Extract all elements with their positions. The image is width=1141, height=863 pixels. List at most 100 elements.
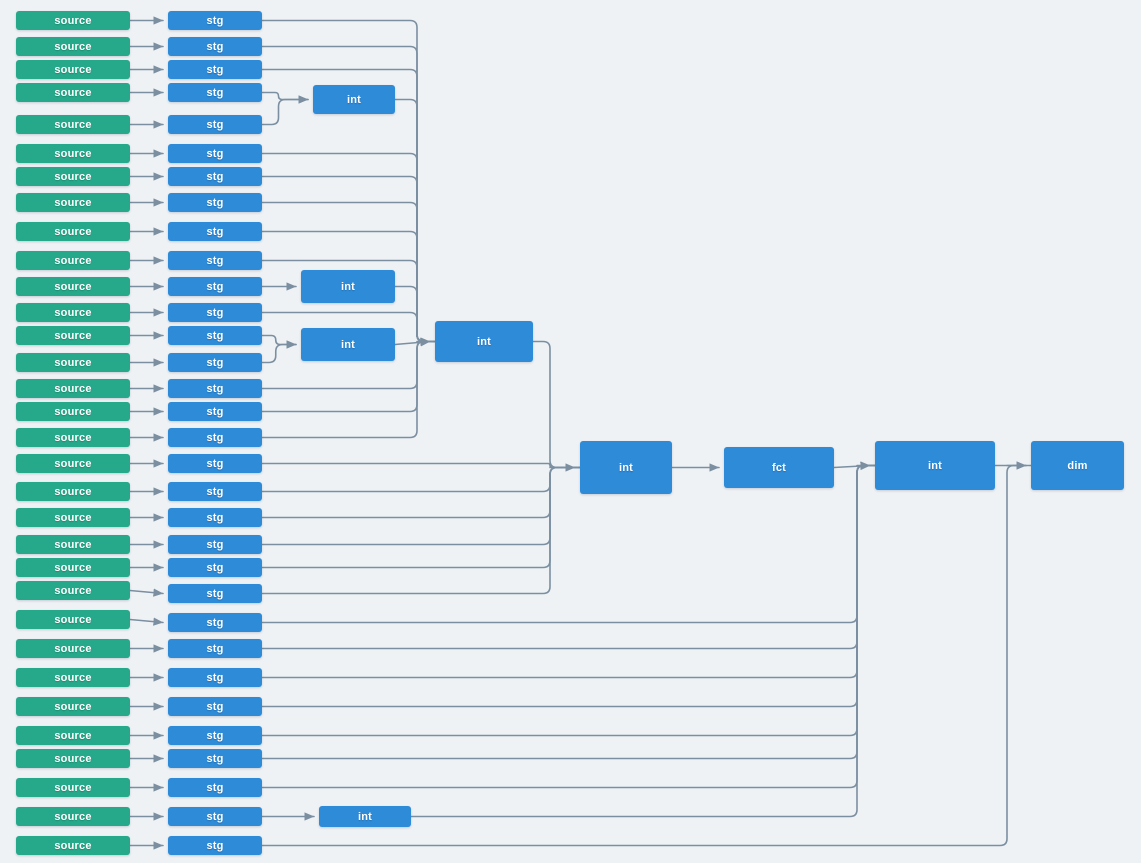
- node-source-src16[interactable]: source: [16, 402, 130, 421]
- node-label: stg: [206, 642, 224, 655]
- node-label: source: [54, 485, 92, 498]
- node-source-src1[interactable]: source: [16, 11, 130, 30]
- edge-stg5-to-intA: [261, 95, 309, 126]
- node-label: source: [54, 781, 92, 794]
- node-stg-stg16[interactable]: stg: [168, 402, 262, 421]
- node-source-src12[interactable]: source: [16, 303, 130, 322]
- node-source-src13[interactable]: source: [16, 326, 130, 345]
- node-stg-stg18[interactable]: stg: [168, 454, 262, 473]
- edge-stg23-to-intE: [261, 466, 581, 595]
- node-source-src23[interactable]: source: [16, 581, 130, 600]
- node-source-src15[interactable]: source: [16, 379, 130, 398]
- node-dim-dim1[interactable]: dim: [1031, 441, 1124, 490]
- node-stg-stg4[interactable]: stg: [168, 83, 262, 102]
- node-label: source: [54, 613, 92, 626]
- node-int-intG[interactable]: int: [319, 806, 411, 827]
- node-source-src30[interactable]: source: [16, 778, 130, 797]
- node-source-src27[interactable]: source: [16, 697, 130, 716]
- node-label: stg: [206, 511, 224, 524]
- node-label: source: [54, 538, 92, 551]
- node-stg-stg17[interactable]: stg: [168, 428, 262, 447]
- node-label: source: [54, 382, 92, 395]
- node-stg-stg19[interactable]: stg: [168, 482, 262, 501]
- node-source-src7[interactable]: source: [16, 167, 130, 186]
- node-stg-stg31[interactable]: stg: [168, 807, 262, 826]
- node-stg-stg9[interactable]: stg: [168, 222, 262, 241]
- edge-stg14-to-intC: [261, 340, 297, 364]
- edge-stg24-to-intF: [261, 464, 876, 624]
- node-stg-stg26[interactable]: stg: [168, 668, 262, 687]
- node-source-src32[interactable]: source: [16, 836, 130, 855]
- node-int-intA[interactable]: int: [313, 85, 395, 114]
- node-stg-stg29[interactable]: stg: [168, 749, 262, 768]
- node-label: source: [54, 511, 92, 524]
- node-label: stg: [206, 118, 224, 131]
- node-source-src22[interactable]: source: [16, 558, 130, 577]
- node-stg-stg5[interactable]: stg: [168, 115, 262, 134]
- node-stg-stg15[interactable]: stg: [168, 379, 262, 398]
- node-stg-stg28[interactable]: stg: [168, 726, 262, 745]
- node-stg-stg10[interactable]: stg: [168, 251, 262, 270]
- node-int-intF[interactable]: int: [875, 441, 995, 490]
- node-label: source: [54, 457, 92, 470]
- node-source-src31[interactable]: source: [16, 807, 130, 826]
- node-stg-stg13[interactable]: stg: [168, 326, 262, 345]
- node-label: source: [54, 63, 92, 76]
- node-source-src14[interactable]: source: [16, 353, 130, 372]
- node-stg-stg8[interactable]: stg: [168, 193, 262, 212]
- node-source-src21[interactable]: source: [16, 535, 130, 554]
- node-label: source: [54, 671, 92, 684]
- node-source-src18[interactable]: source: [16, 454, 130, 473]
- node-int-intD[interactable]: int: [435, 321, 533, 362]
- node-source-src2[interactable]: source: [16, 37, 130, 56]
- node-stg-stg32[interactable]: stg: [168, 836, 262, 855]
- node-stg-stg22[interactable]: stg: [168, 558, 262, 577]
- node-source-src28[interactable]: source: [16, 726, 130, 745]
- node-fct-fct1[interactable]: fct: [724, 447, 834, 488]
- node-stg-stg1[interactable]: stg: [168, 11, 262, 30]
- node-stg-stg3[interactable]: stg: [168, 60, 262, 79]
- node-stg-stg30[interactable]: stg: [168, 778, 262, 797]
- node-source-src4[interactable]: source: [16, 83, 130, 102]
- node-stg-stg24[interactable]: stg: [168, 613, 262, 632]
- node-label: source: [54, 405, 92, 418]
- node-stg-stg20[interactable]: stg: [168, 508, 262, 527]
- node-stg-stg21[interactable]: stg: [168, 535, 262, 554]
- node-stg-stg23[interactable]: stg: [168, 584, 262, 603]
- node-stg-stg2[interactable]: stg: [168, 37, 262, 56]
- edge-stg25-to-intF: [261, 464, 876, 650]
- node-label: int: [927, 459, 943, 472]
- edge-stg21-to-intE: [261, 466, 581, 546]
- node-label: source: [54, 561, 92, 574]
- node-source-src3[interactable]: source: [16, 60, 130, 79]
- node-stg-stg7[interactable]: stg: [168, 167, 262, 186]
- node-source-src11[interactable]: source: [16, 277, 130, 296]
- node-label: source: [54, 196, 92, 209]
- node-source-src20[interactable]: source: [16, 508, 130, 527]
- node-label: dim: [1067, 459, 1088, 472]
- edge-stg18-to-intE: [261, 462, 581, 469]
- edge-stg6-to-intD: [261, 152, 436, 343]
- node-int-intB[interactable]: int: [301, 270, 395, 303]
- node-source-src29[interactable]: source: [16, 749, 130, 768]
- node-stg-stg12[interactable]: stg: [168, 303, 262, 322]
- node-source-src17[interactable]: source: [16, 428, 130, 447]
- node-stg-stg14[interactable]: stg: [168, 353, 262, 372]
- node-source-src26[interactable]: source: [16, 668, 130, 687]
- node-source-src8[interactable]: source: [16, 193, 130, 212]
- node-stg-stg11[interactable]: stg: [168, 277, 262, 296]
- node-source-src6[interactable]: source: [16, 144, 130, 163]
- node-label: stg: [206, 405, 224, 418]
- node-stg-stg25[interactable]: stg: [168, 639, 262, 658]
- node-source-src9[interactable]: source: [16, 222, 130, 241]
- node-stg-stg27[interactable]: stg: [168, 697, 262, 716]
- node-source-src19[interactable]: source: [16, 482, 130, 501]
- node-label: source: [54, 752, 92, 765]
- node-source-src10[interactable]: source: [16, 251, 130, 270]
- node-source-src25[interactable]: source: [16, 639, 130, 658]
- node-source-src24[interactable]: source: [16, 610, 130, 629]
- node-source-src5[interactable]: source: [16, 115, 130, 134]
- node-stg-stg6[interactable]: stg: [168, 144, 262, 163]
- node-int-intC[interactable]: int: [301, 328, 395, 361]
- node-int-intE[interactable]: int: [580, 441, 672, 494]
